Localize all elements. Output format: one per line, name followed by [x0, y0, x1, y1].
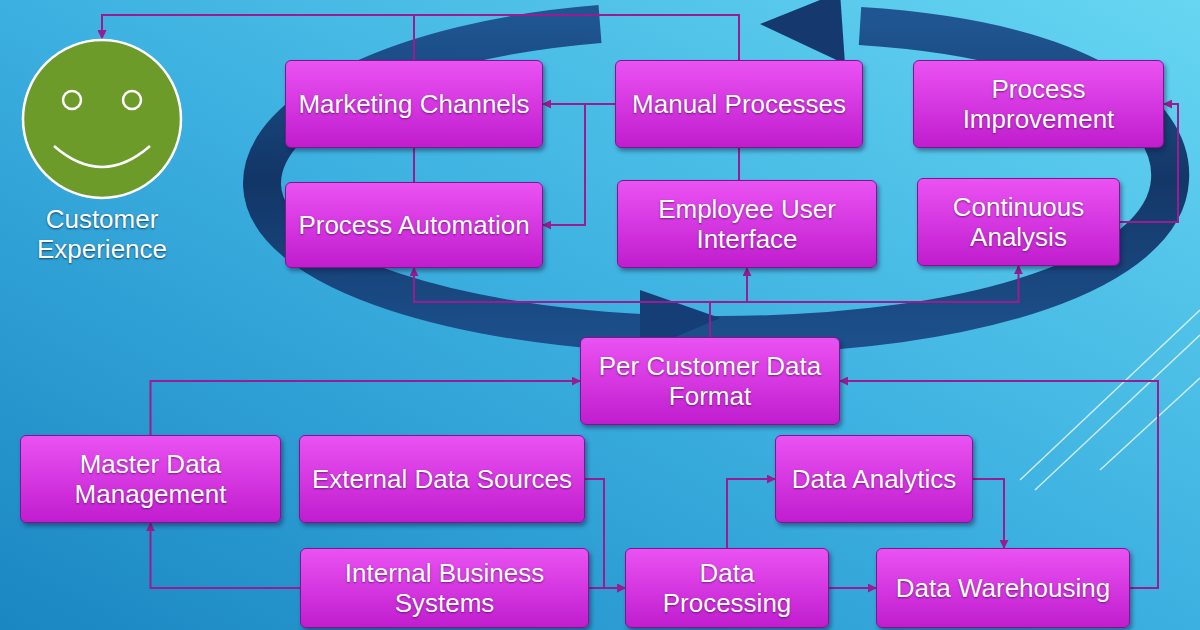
cycle-arrow: [262, 0, 1170, 352]
node-label: Data Processing: [636, 558, 818, 618]
decor-line: [1020, 310, 1200, 480]
connector: [829, 587, 876, 589]
node-label: Data Warehousing: [896, 573, 1110, 603]
process-box: Data Analytics: [775, 435, 973, 523]
process-box: Data Warehousing: [876, 548, 1130, 628]
decor-line: [1100, 378, 1200, 470]
connector: [102, 15, 739, 60]
node-label: Manual Processes: [632, 89, 846, 119]
process-box: Data Processing: [625, 548, 829, 628]
node-label: External Data Sources: [312, 464, 572, 494]
process-box: Marketing Channels: [285, 60, 543, 148]
process-box: Employee User Interface: [617, 180, 877, 268]
process-box: Per Customer Data Format: [580, 337, 840, 425]
connector: [151, 523, 301, 588]
face-smile: [54, 146, 150, 167]
connector: [727, 479, 775, 548]
cycle-ring: [262, 24, 1170, 335]
process-box: Manual Processes: [615, 60, 863, 148]
process-box: Process Automation: [285, 182, 543, 268]
node-label: Continuous Analysis: [928, 192, 1109, 252]
connector: [414, 268, 710, 337]
node-label: Per Customer Data Format: [591, 351, 829, 411]
node-label: Data Analytics: [792, 464, 957, 494]
smiley-face: [2, 38, 202, 202]
node-label: Process Automation: [298, 210, 529, 240]
node-label: Master Data Management: [31, 449, 270, 509]
process-box: Process Improvement: [913, 60, 1164, 148]
node-label: Customer Experience: [2, 204, 202, 264]
face-circle: [23, 40, 181, 198]
node-label: Internal Business Systems: [311, 558, 578, 618]
connector: [973, 479, 1004, 548]
decor-lines: [1020, 310, 1200, 490]
face-eye: [63, 91, 81, 109]
connector: [413, 148, 415, 182]
process-box: Continuous Analysis: [917, 178, 1120, 266]
cycle-arrowhead: [760, 0, 845, 64]
connector: [710, 266, 1019, 337]
connector: [589, 587, 625, 589]
process-box: Master Data Management: [20, 435, 281, 523]
process-box: External Data Sources: [299, 435, 585, 523]
process-box: Internal Business Systems: [300, 548, 589, 628]
node-label: Employee User Interface: [628, 194, 866, 254]
face-eye: [123, 91, 141, 109]
connector: [543, 104, 615, 225]
decor-line: [1035, 335, 1200, 490]
connector: [151, 381, 581, 435]
connector: [585, 479, 625, 588]
node-label: Process Improvement: [924, 74, 1153, 134]
connector: [738, 148, 740, 180]
connector: [102, 15, 414, 60]
node-label: Marketing Channels: [298, 89, 529, 119]
smiley-circle: Customer Experience: [2, 38, 202, 266]
